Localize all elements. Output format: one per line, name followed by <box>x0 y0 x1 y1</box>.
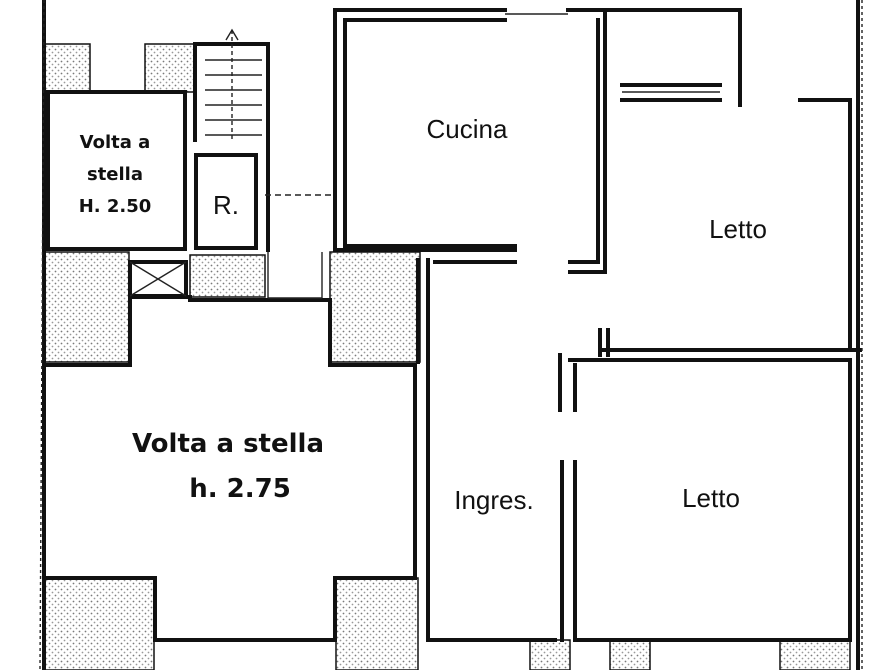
room-label-volta-big-line2: h. 2.75 <box>189 474 291 504</box>
hatched-walls <box>43 43 851 670</box>
room-label-letto-bottom: Letto <box>682 483 740 513</box>
room-label-cucina: Cucina <box>427 114 508 144</box>
room-label-volta-big-line1: Volta a stella <box>132 429 324 459</box>
room-label-ingresso: Ingres. <box>454 485 534 515</box>
walls <box>42 0 862 670</box>
room-label-volta-small-line2: stella <box>87 164 143 185</box>
room-label-ripostiglio: R. <box>213 190 239 220</box>
detail-lines <box>39 0 863 670</box>
room-label-volta-small-line3: H. 2.50 <box>79 196 152 217</box>
room-label-letto-top: Letto <box>709 214 767 244</box>
room-label-volta-small-line1: Volta a <box>80 132 151 153</box>
